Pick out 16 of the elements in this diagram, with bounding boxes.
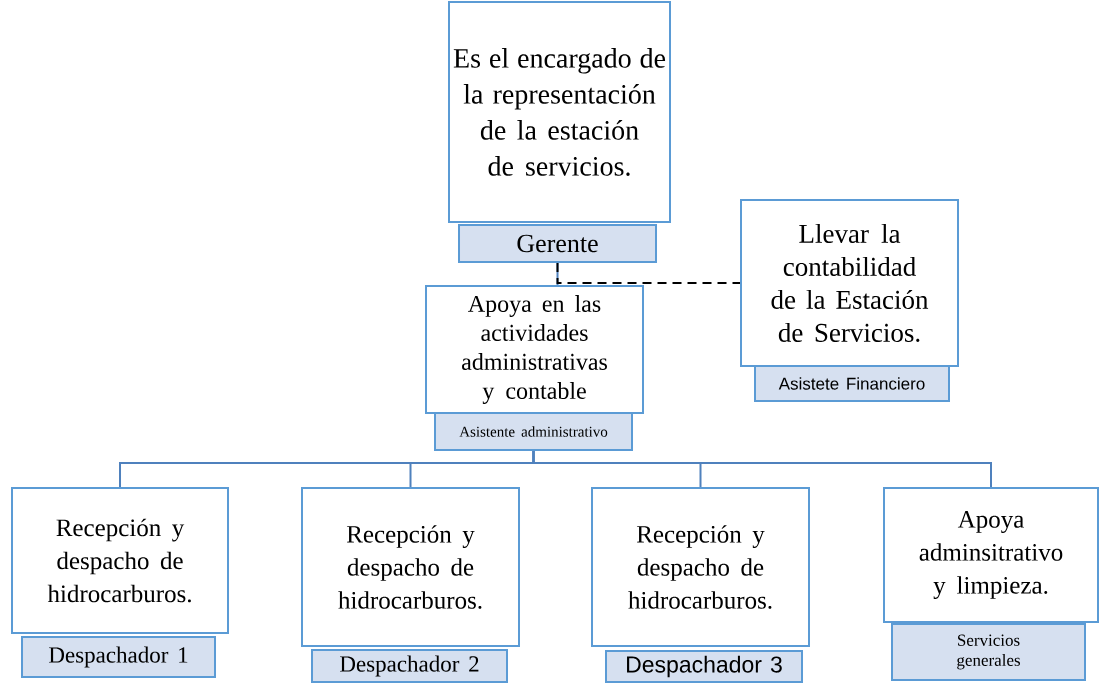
description-box: Llevar la contabilidad de la Estación de Servicios. — [740, 199, 959, 367]
title-bar: Asistete Financiero — [754, 365, 950, 402]
description-box: Recepción y despacho de hidrocarburos. — [591, 487, 810, 647]
title-bar: Despachador 2 — [311, 649, 508, 683]
connector-line — [532, 450, 992, 488]
title-bar: Gerente — [458, 224, 657, 263]
description-box: Recepción y despacho de hidrocarburos. — [11, 487, 229, 634]
title-bar: Servicios generales — [891, 623, 1086, 681]
title-bar: Despachador 1 — [21, 636, 216, 678]
connector-line — [556, 262, 741, 284]
description-box: Recepción y despacho de hidrocarburos. — [301, 487, 520, 647]
title-bar: Despachador 3 — [605, 650, 803, 683]
title-bar: Asistente administrativo — [434, 412, 633, 451]
description-box: Apoya adminsitrativo y limpieza. — [883, 487, 1099, 623]
description-box: Apoya en las actividades administrativas y contable — [425, 285, 644, 414]
description-box: Es el encargado de la representación de la estación de servicios. — [448, 1, 671, 223]
